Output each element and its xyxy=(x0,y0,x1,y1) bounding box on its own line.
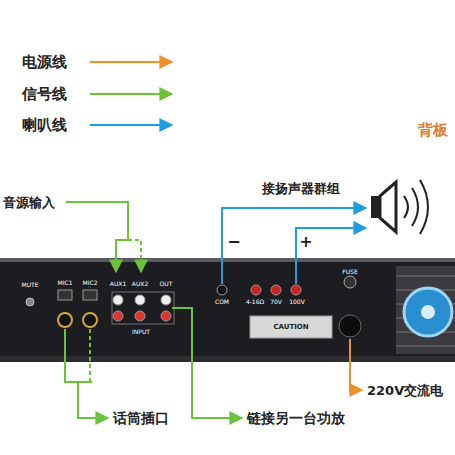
terminal-label: 100V xyxy=(289,299,305,305)
heading-fragment: 背板 xyxy=(418,123,448,138)
amplifier-panel xyxy=(0,258,455,362)
callout-text: 220V交流电 xyxy=(367,384,443,397)
terminal-label: COM xyxy=(215,299,229,305)
legend-arrow xyxy=(90,61,172,63)
terminal-label: 4-16Ω xyxy=(246,299,264,305)
callout-text: 音源输入 xyxy=(3,196,55,209)
legend-text: 电源线 xyxy=(22,55,67,70)
caution-label: CAUTION xyxy=(273,324,308,331)
polarity-sign: − xyxy=(227,234,240,250)
panel-label: MIC2 xyxy=(83,280,98,286)
panel-label: FUSE xyxy=(342,269,357,275)
legend-text: 喇叭线 xyxy=(22,118,67,133)
speaker-symbol xyxy=(371,180,428,234)
panel-label: MUTE xyxy=(21,282,38,288)
panel-label: AUX1 xyxy=(110,281,126,287)
legend-arrow xyxy=(90,124,172,126)
legend-text: 信号线 xyxy=(22,87,67,102)
polarity-sign: + xyxy=(299,234,312,250)
panel-label: OUT xyxy=(160,281,173,287)
leader-lines xyxy=(65,202,366,418)
callout-text: 接扬声器群组 xyxy=(262,182,340,195)
callout-text: 链接另一台功放 xyxy=(247,411,345,425)
legend-arrow xyxy=(90,93,172,95)
panel-label: AUX2 xyxy=(132,281,148,287)
terminal-label: 70V xyxy=(270,299,282,305)
panel-label: INPUT xyxy=(132,329,150,335)
callout-text: 话筒插口 xyxy=(113,411,169,425)
panel-label: MIC1 xyxy=(58,280,73,286)
